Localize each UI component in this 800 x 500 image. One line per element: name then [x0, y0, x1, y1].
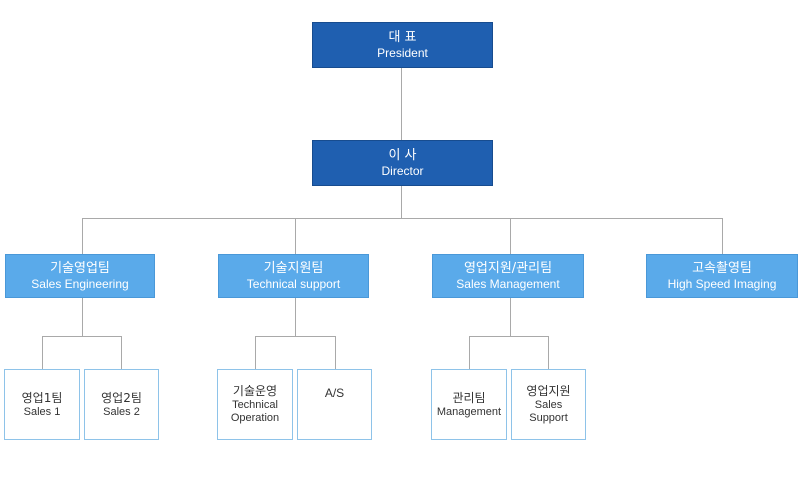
connector-team-6	[548, 336, 549, 369]
connector-team-3	[255, 336, 256, 369]
connector-dept-1	[82, 218, 83, 254]
department-label-ko: 영업지원/관리팀	[463, 260, 553, 276]
connector-sales-mgmt-down	[510, 298, 511, 336]
team-label-ko: 관리팀	[452, 390, 486, 405]
department-label-ko: 고속촬영팀	[692, 260, 752, 276]
team-management: 관리팀 Management	[431, 369, 507, 440]
department-label-ko: 기술영업팀	[50, 260, 110, 276]
department-label-en: Technical support	[246, 276, 341, 291]
team-technical-operation: 기술운영 Technical Operation	[217, 369, 293, 440]
connector-sales-eng-down	[82, 298, 83, 336]
president-label-en: President	[377, 45, 428, 60]
team-as: A/S	[297, 369, 372, 440]
team-label-ko: 영업2팀	[101, 390, 142, 405]
department-sales-management: 영업지원/관리팀 Sales Management	[432, 254, 584, 298]
director-box: 이 사 Director	[312, 140, 493, 186]
team-label-en: A/S	[324, 386, 345, 400]
connector-team-5	[469, 336, 470, 369]
connector-tech-support-bus	[255, 336, 336, 337]
department-label-en: High Speed Imaging	[667, 276, 777, 291]
president-box: 대 표 President	[312, 22, 493, 68]
department-sales-engineering: 기술영업팀 Sales Engineering	[5, 254, 155, 298]
team-sales-1: 영업1팀 Sales 1	[4, 369, 80, 440]
department-label-en: Sales Management	[456, 276, 560, 291]
team-label-en: Management	[436, 405, 502, 418]
connector-tech-support-down	[295, 298, 296, 336]
department-label-ko: 기술지원팀	[263, 260, 324, 276]
connector-team-2	[121, 336, 122, 369]
director-label-en: Director	[381, 163, 424, 178]
team-label-en: Technical Operation	[230, 399, 280, 424]
connector-team-4	[335, 336, 336, 369]
connector-dept-3	[510, 218, 511, 254]
director-label-ko: 이 사	[388, 147, 417, 163]
connector-dept-2	[295, 218, 296, 254]
connector-dept-4	[722, 218, 723, 254]
connector-president-director	[401, 68, 402, 140]
team-sales-2: 영업2팀 Sales 2	[84, 369, 159, 440]
team-label-ko: 영업지원	[526, 384, 571, 398]
connector-sales-mgmt-bus	[469, 336, 549, 337]
president-label-ko: 대 표	[388, 29, 417, 45]
department-label-en: Sales Engineering	[31, 276, 129, 291]
team-label-en: Sales 1	[23, 405, 61, 418]
team-label-ko: 영업1팀	[21, 390, 63, 405]
department-high-speed-imaging: 고속촬영팀 High Speed Imaging	[646, 254, 798, 298]
department-technical-support: 기술지원팀 Technical support	[218, 254, 369, 298]
team-label-ko: 기술운영	[232, 384, 278, 398]
connector-team-1	[42, 336, 43, 369]
connector-sales-eng-bus	[42, 336, 122, 337]
team-sales-support: 영업지원 Sales Support	[511, 369, 586, 440]
team-label-en: Sales 2	[103, 405, 140, 418]
connector-director-down	[401, 186, 402, 218]
team-label-en: Sales Support	[529, 399, 568, 424]
connector-department-bus	[82, 218, 722, 219]
